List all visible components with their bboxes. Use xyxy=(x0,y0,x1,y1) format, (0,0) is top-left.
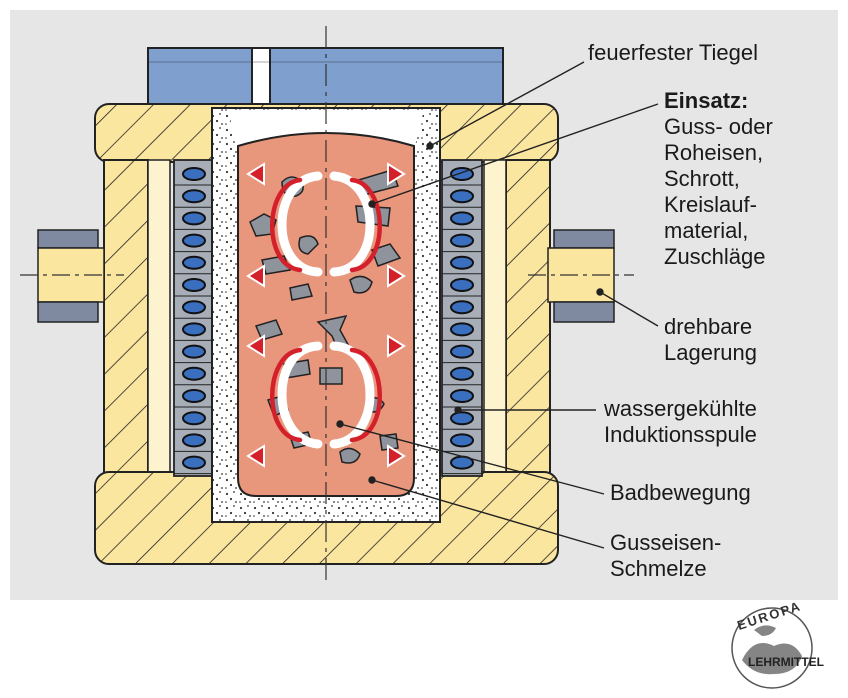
coil-turn xyxy=(182,167,206,181)
coil-turn xyxy=(450,189,474,204)
coil-turn xyxy=(182,255,206,270)
coil-turn xyxy=(450,366,474,381)
label-bearing-line: drehbare xyxy=(664,314,753,339)
coil-turn xyxy=(182,389,206,403)
coil-turn xyxy=(182,455,206,470)
label-bath-motion: Badbewegung xyxy=(610,480,751,505)
induction-coil xyxy=(173,159,483,477)
coil-turn xyxy=(182,189,206,204)
label-melt-line: Schmelze xyxy=(610,556,707,581)
label-coil-line: wassergekühlte xyxy=(604,396,757,421)
label-bearing-line: Lagerung xyxy=(664,340,757,365)
coil-turn xyxy=(450,433,474,448)
right-trunnion xyxy=(547,229,615,323)
coil-turn xyxy=(450,255,474,270)
label-charge-title: Einsatz: xyxy=(664,88,749,113)
left-wall xyxy=(103,159,149,481)
coil-turn xyxy=(182,411,206,426)
bath-motion-arrows xyxy=(246,162,406,468)
label-charge: Einsatz: Guss- oder Roheisen, Schrott, K… xyxy=(664,88,773,270)
coil-turn xyxy=(182,278,206,292)
coil-turn xyxy=(182,322,206,337)
coil-turn xyxy=(450,389,474,403)
coil-turn xyxy=(450,322,474,337)
leader-lines xyxy=(336,61,659,549)
label-charge-line: Guss- oder xyxy=(664,114,773,139)
coil-turn xyxy=(450,233,474,248)
label-charge-line: Zuschläge xyxy=(664,244,766,269)
coil-turn xyxy=(182,433,206,448)
coil-turn xyxy=(182,300,206,315)
label-charge-line: Kreislauf- xyxy=(664,192,757,217)
coil-turn xyxy=(182,233,206,248)
label-charge-line: material, xyxy=(664,218,749,243)
coil-turn xyxy=(450,300,474,315)
logo-text-bottom: LEHRMITTEL xyxy=(748,655,824,669)
label-bearing: drehbare Lagerung xyxy=(664,314,757,366)
europa-lehrmittel-logo xyxy=(731,607,813,689)
coil-turn xyxy=(182,344,206,359)
coil-turn xyxy=(182,366,206,381)
label-melt: Gusseisen- Schmelze xyxy=(610,530,721,582)
coil-turn xyxy=(450,411,474,426)
label-charge-line: Schrott, xyxy=(664,166,740,191)
label-coil: wassergekühlte Induktionsspule xyxy=(604,396,757,448)
label-coil-line: Induktionsspule xyxy=(604,422,757,447)
coil-turn xyxy=(182,211,206,226)
right-wall xyxy=(505,159,551,481)
label-melt-line: Gusseisen- xyxy=(610,530,722,555)
label-charge-line: Roheisen, xyxy=(664,140,764,165)
left-trunnion xyxy=(37,229,105,323)
label-crucible: feuerfester Tiegel xyxy=(588,40,758,65)
coil-turn xyxy=(450,344,474,359)
coil-turn xyxy=(450,211,474,226)
coil-turn xyxy=(450,278,474,292)
